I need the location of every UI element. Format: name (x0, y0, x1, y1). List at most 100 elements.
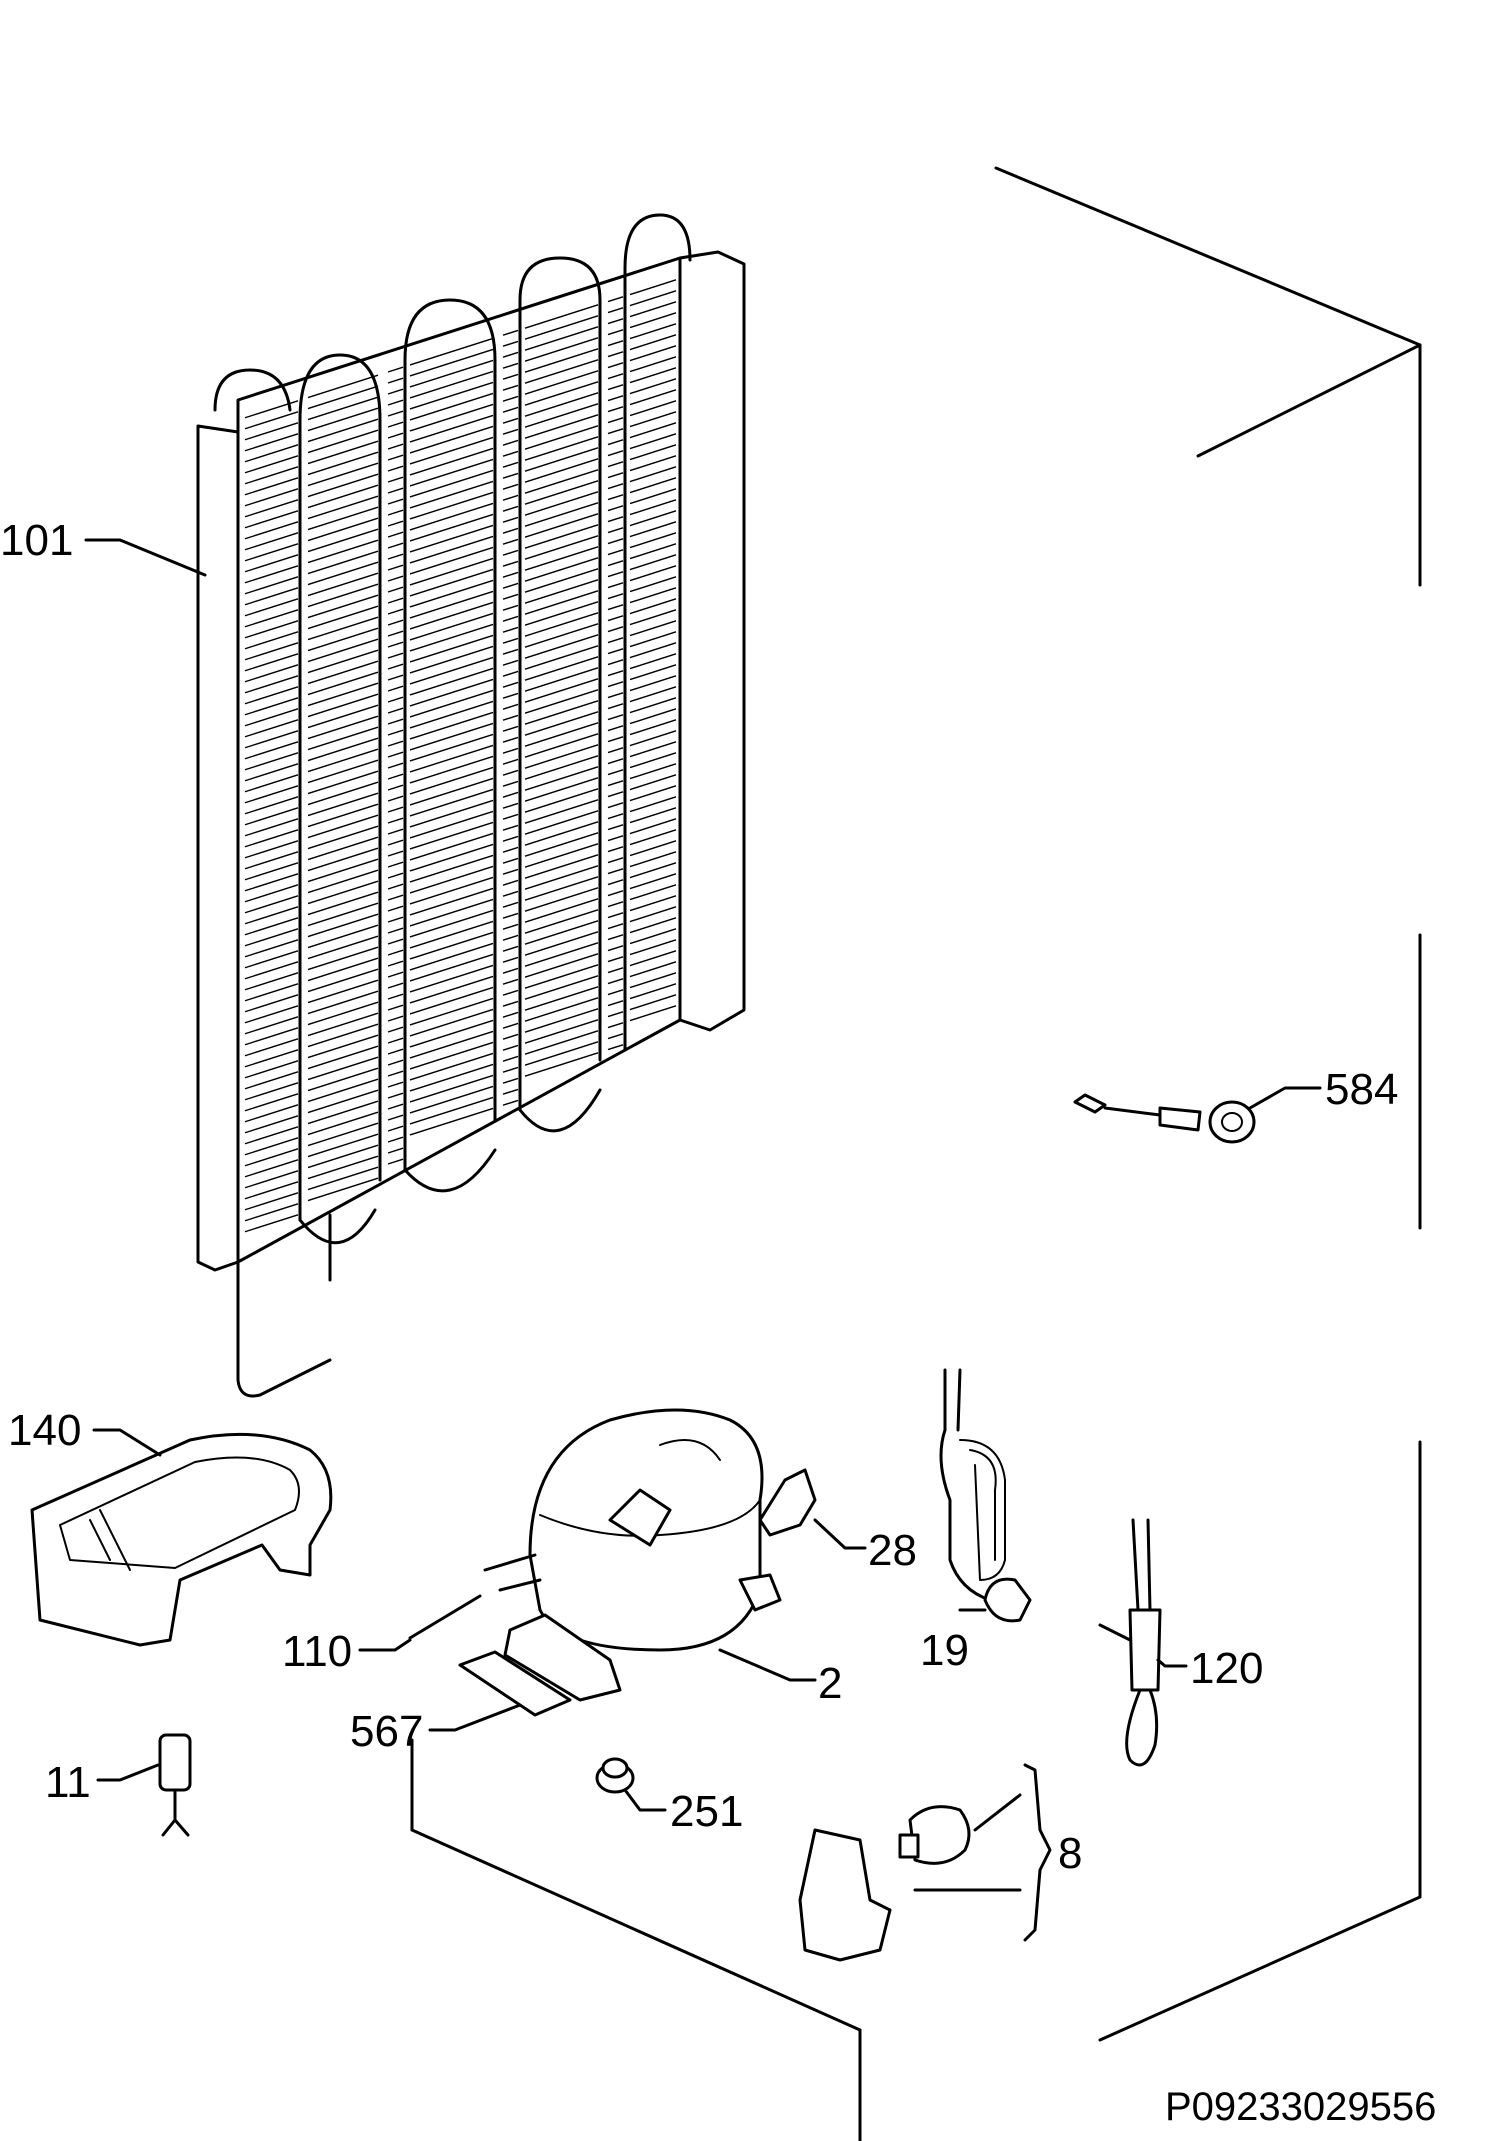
callout-2: 2 (818, 1659, 842, 1708)
fin-hatch-line (629, 466, 677, 483)
fin-hatch-line (629, 565, 677, 582)
fin-hatch-line (502, 780, 519, 787)
fin-hatch-line (307, 858, 379, 883)
fin-hatch-line (409, 579, 494, 608)
fin-hatch-line (387, 388, 404, 395)
callout-567: 567 (350, 1707, 423, 1756)
fin-hatch-line (307, 715, 379, 740)
fin-hatch-line (409, 557, 494, 586)
fin-hatch-line (409, 634, 494, 663)
fin-hatch-line (307, 1177, 379, 1202)
fin-hatch-line (502, 989, 519, 996)
fin-hatch-line (307, 737, 379, 762)
callout-140: 140 (8, 1406, 81, 1455)
fin-hatch-line (524, 854, 599, 879)
fin-hatch-line (607, 703, 624, 710)
fin-hatch-line (409, 832, 494, 861)
fin-hatch-line (607, 978, 624, 985)
drier-part-11 (158, 1733, 192, 1837)
fin-hatch-line (502, 692, 519, 699)
fin-hatch-line (502, 725, 519, 732)
fin-hatch-line (524, 865, 599, 890)
fin-hatch-line (607, 439, 624, 446)
fin-hatch-line (387, 916, 404, 923)
fin-hatch-line (409, 700, 494, 729)
fin-hatch-line (502, 1088, 519, 1095)
fin-hatch-line (307, 561, 379, 586)
fin-hatch-line (524, 975, 599, 1000)
fin-hatch-line (607, 571, 624, 578)
fin-hatch-line (244, 422, 299, 441)
fin-hatch-line (409, 469, 494, 498)
fin-hatch-line (387, 663, 404, 670)
fin-hatch-line (409, 568, 494, 597)
callout-28: 28 (868, 1526, 917, 1575)
fin-hatch-line (307, 440, 379, 465)
fin-hatch-line (244, 686, 299, 705)
fin-hatch-line (409, 1019, 494, 1048)
fin-hatch-line (244, 411, 299, 430)
fin-hatch-line (607, 560, 624, 567)
fin-hatch-line (244, 675, 299, 694)
fin-hatch-line (524, 1052, 599, 1077)
fin-hatch-line (524, 546, 599, 571)
fin-hatch-line (607, 692, 624, 699)
fin-hatch-line (307, 1144, 379, 1169)
fin-hatch-line (607, 318, 624, 325)
fin-hatch-line (244, 862, 299, 881)
fin-hatch-line (387, 850, 404, 857)
fin-hatch-line (307, 913, 379, 938)
fin-hatch-line (607, 835, 624, 842)
fin-hatch-line (502, 1044, 519, 1051)
fin-hatch-line (244, 1060, 299, 1079)
fin-hatch-line (524, 392, 599, 417)
fin-hatch-line (502, 362, 519, 369)
fin-hatch-line (409, 535, 494, 564)
fin-hatch-line (502, 461, 519, 468)
fin-hatch-line (502, 527, 519, 534)
fin-hatch-line (502, 1000, 519, 1007)
fin-hatch-line (307, 462, 379, 487)
fin-hatch-line (409, 590, 494, 619)
fin-hatch-line (502, 571, 519, 578)
pipe-stub-part-110 (408, 1594, 482, 1640)
fin-hatch-line (607, 450, 624, 457)
fin-hatch-line (307, 396, 379, 421)
fin-hatch-line (607, 967, 624, 974)
fin-hatch-line (629, 829, 677, 846)
fin-hatch-line (607, 428, 624, 435)
fin-hatch-line (524, 414, 599, 439)
fin-hatch-line (409, 733, 494, 762)
fin-hatch-line (244, 1170, 299, 1189)
fin-hatch-line (387, 949, 404, 956)
fin-hatch-line (387, 366, 404, 373)
fin-hatch-line (502, 901, 519, 908)
fin-hatch-line (629, 851, 677, 868)
fin-hatch-line (409, 1008, 494, 1037)
fin-hatch-line (244, 587, 299, 606)
fin-hatch-line (244, 554, 299, 573)
fin-hatch-line (607, 615, 624, 622)
fin-hatch-line (244, 1027, 299, 1046)
fin-hatch-line (524, 722, 599, 747)
fin-hatch-line (502, 802, 519, 809)
fin-hatch-line (409, 458, 494, 487)
fin-hatch-line (244, 1104, 299, 1123)
fin-hatch-line (629, 323, 677, 340)
fin-hatch-line (524, 898, 599, 923)
fin-hatch-line (307, 880, 379, 905)
clip-part-28 (758, 1468, 817, 1537)
fin-hatch-line (307, 693, 379, 718)
fin-hatch-line (502, 934, 519, 941)
fin-hatch-line (607, 670, 624, 677)
fin-hatch-line (307, 869, 379, 894)
fin-hatch-line (524, 557, 599, 582)
fin-hatch-line (502, 769, 519, 776)
fin-hatch-line (409, 997, 494, 1026)
fin-hatch-line (607, 340, 624, 347)
fin-hatch-line (607, 1044, 624, 1051)
fin-hatch-line (307, 990, 379, 1015)
fin-hatch-line (607, 472, 624, 479)
fin-hatch-line (629, 609, 677, 626)
fin-hatch-line (244, 763, 299, 782)
